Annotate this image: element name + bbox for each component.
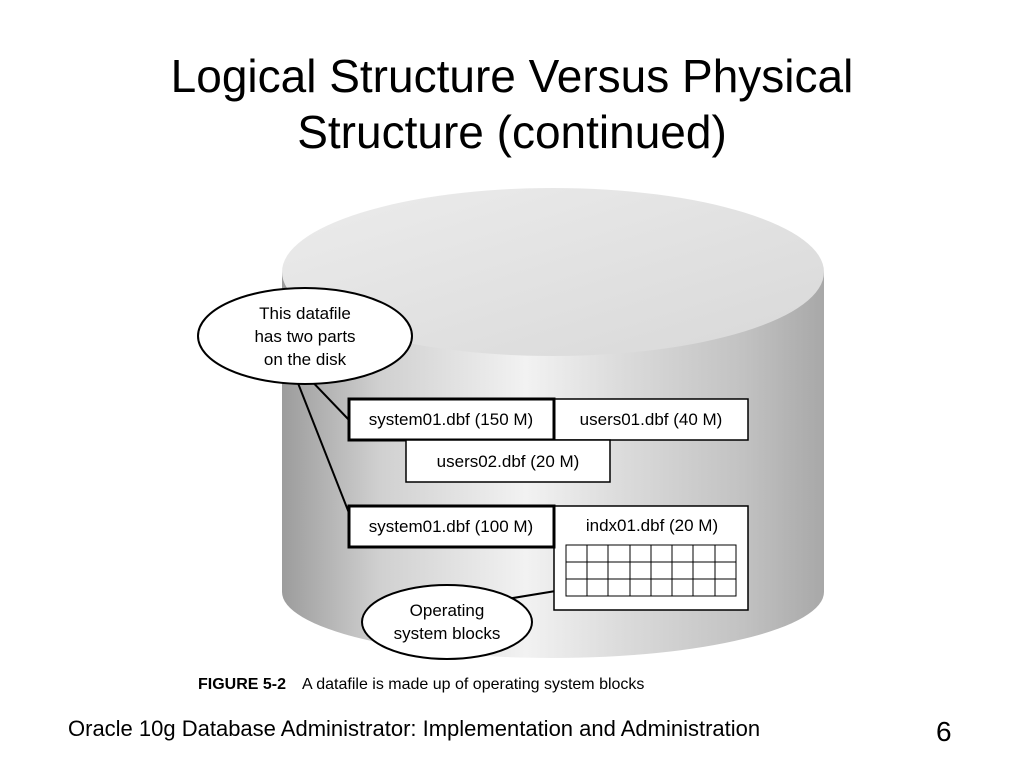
file-box-indx01: indx01.dbf (20 M) (553, 505, 749, 611)
page-number: 6 (936, 716, 952, 747)
connector-line-bottom (293, 372, 350, 514)
svg-text:system01.dbf (100 M): system01.dbf (100 M) (369, 517, 533, 536)
svg-text:system01.dbf (150 M): system01.dbf (150 M) (369, 410, 533, 429)
callout-top-line-1: This datafile (259, 304, 351, 323)
file-box-users02: users02.dbf (20 M) (405, 439, 611, 483)
caption-text: A datafile is made up of operating syste… (302, 676, 645, 693)
callout-top-line-3: on the disk (264, 350, 347, 369)
callout-bottom-line-1: Operating (410, 601, 485, 620)
page-title: Logical Structure Versus Physical Struct… (0, 48, 1024, 160)
callout-bottom-line-2: system blocks (394, 624, 501, 643)
title-line-2: Structure (continued) (297, 106, 727, 158)
footer-text: Oracle 10g Database Administrator: Imple… (68, 716, 761, 741)
svg-text:indx01.dbf (20 M): indx01.dbf (20 M) (586, 516, 718, 535)
datafile-callout: This datafile has two parts on the disk (197, 287, 413, 385)
os-blocks-grid (565, 544, 737, 597)
file-box-users01: users01.dbf (40 M) (553, 398, 749, 441)
disk-top (282, 188, 824, 356)
title-line-1: Logical Structure Versus Physical (170, 50, 854, 102)
svg-text:users02.dbf (20 M): users02.dbf (20 M) (437, 452, 580, 471)
file-box-system01-part1: system01.dbf (150 M) (347, 397, 556, 442)
callout-top-line-2: has two parts (254, 327, 355, 346)
svg-text:users01.dbf (40 M): users01.dbf (40 M) (580, 410, 723, 429)
file-box-system01-part2: system01.dbf (100 M) (347, 504, 556, 549)
figure-caption: FIGURE 5-2 A datafile is made up of opera… (198, 676, 644, 694)
os-blocks-callout: Operating system blocks (361, 584, 533, 660)
caption-label: FIGURE 5-2 (198, 676, 287, 693)
